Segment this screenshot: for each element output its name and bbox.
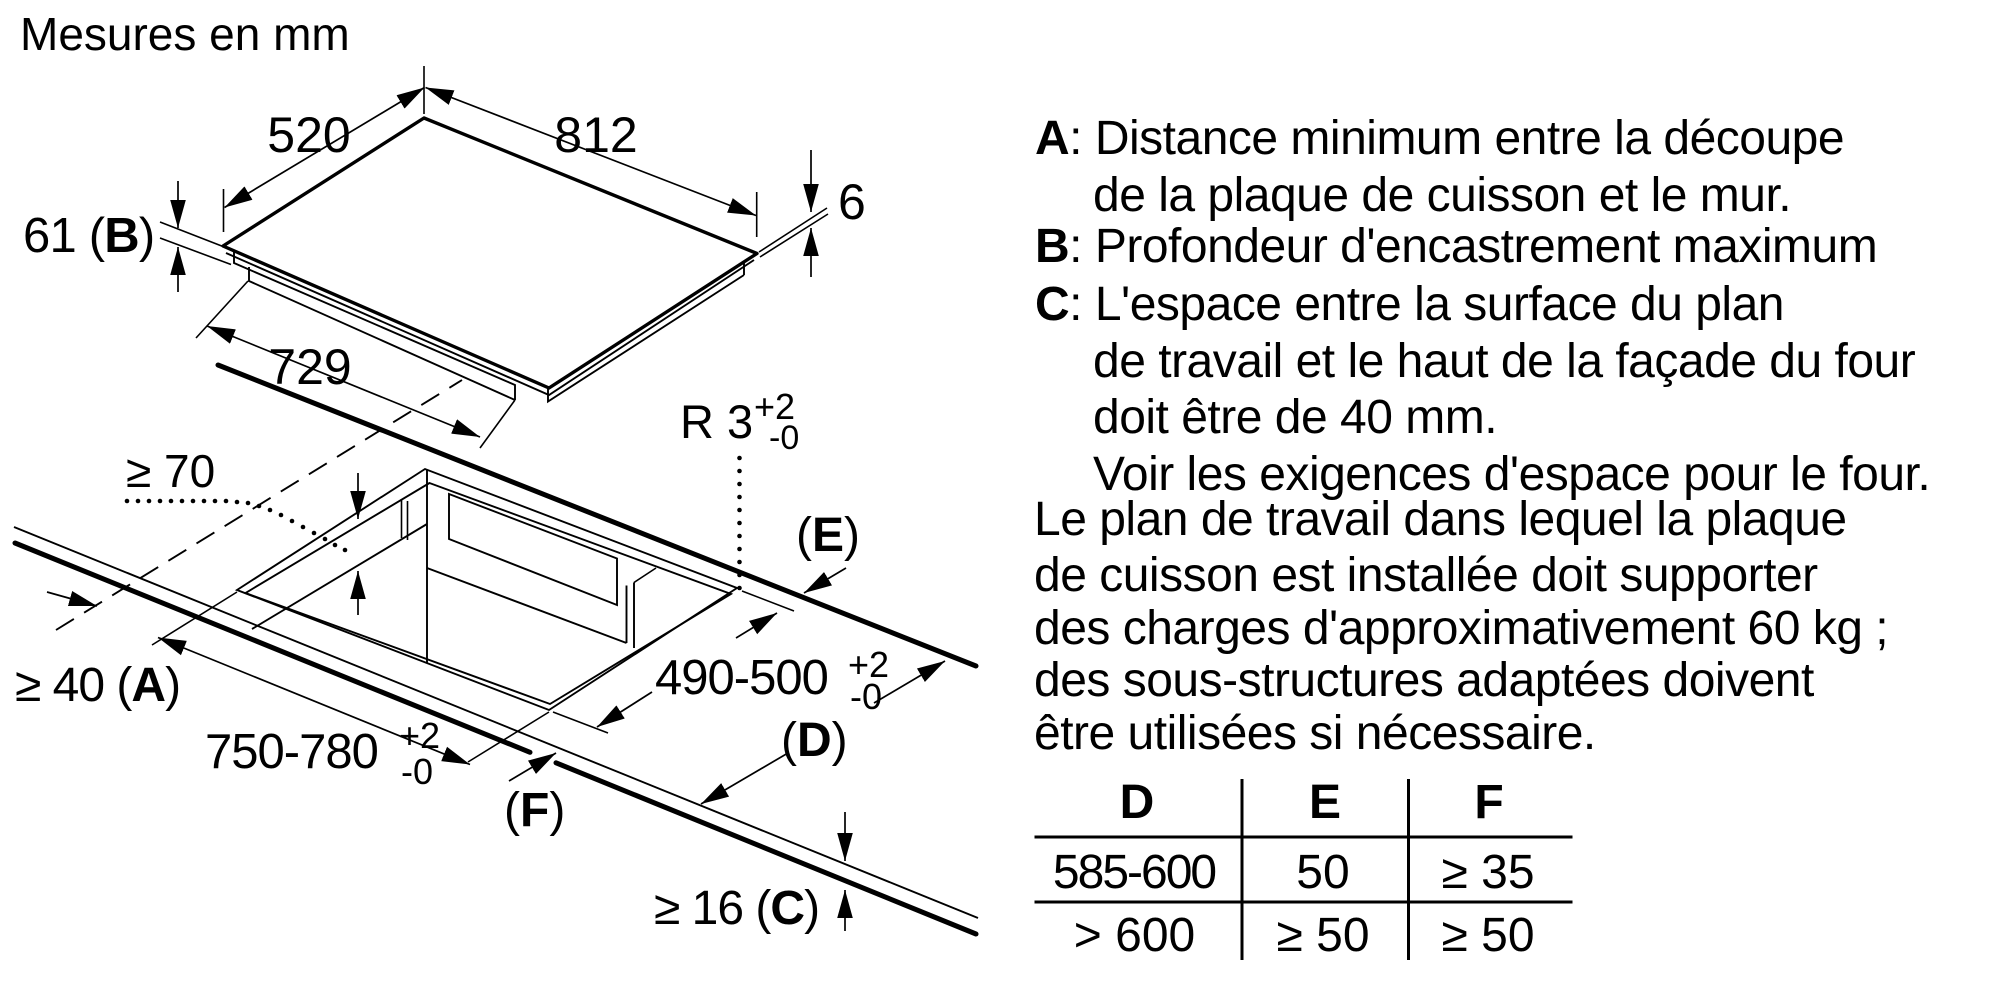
svg-text:Voir les exigences d'espace po: Voir les exigences d'espace pour le four… bbox=[1093, 448, 1930, 501]
svg-text:E: E bbox=[1309, 776, 1341, 829]
svg-text:≥ 40 (A): ≥ 40 (A) bbox=[15, 659, 180, 712]
svg-text:(F): (F) bbox=[504, 784, 565, 837]
svg-text:R: R bbox=[680, 395, 714, 448]
svg-text:de la plaque de cuisson et le: de la plaque de cuisson et le mur. bbox=[1093, 169, 1791, 222]
svg-text:C: L'espace entre la surface d: C: L'espace entre la surface du plan bbox=[1035, 278, 1784, 331]
svg-text:B: Profondeur d'encastrement m: B: Profondeur d'encastrement maximum bbox=[1035, 220, 1877, 273]
svg-text:≥ 16 (C): ≥ 16 (C) bbox=[654, 882, 819, 935]
svg-text:585-600: 585-600 bbox=[1053, 846, 1215, 899]
svg-text:+2: +2 bbox=[399, 715, 440, 756]
svg-text:6: 6 bbox=[838, 174, 866, 230]
svg-text:520: 520 bbox=[267, 107, 350, 163]
svg-text:≥ 35: ≥ 35 bbox=[1441, 846, 1534, 899]
svg-text:F: F bbox=[1474, 776, 1503, 829]
svg-text:Mesures en mm: Mesures en mm bbox=[20, 8, 350, 60]
svg-text:750-780: 750-780 bbox=[205, 725, 378, 779]
svg-text:50: 50 bbox=[1296, 846, 1349, 899]
svg-text:Le plan de travail dans lequel: Le plan de travail dans lequel la plaque bbox=[1034, 493, 1847, 546]
svg-text:812: 812 bbox=[554, 107, 637, 163]
svg-text:61 (B): 61 (B) bbox=[23, 209, 154, 263]
svg-text:+2: +2 bbox=[848, 644, 889, 685]
svg-text:(E): (E) bbox=[796, 509, 860, 562]
svg-text:des charges d'approximativemen: des charges d'approximativement 60 kg ; bbox=[1034, 602, 1888, 655]
svg-text:-0: -0 bbox=[850, 676, 882, 717]
svg-text:de cuisson est installée doit: de cuisson est installée doit supporter bbox=[1034, 549, 1818, 602]
svg-text:729: 729 bbox=[268, 339, 351, 395]
svg-text:≥ 50: ≥ 50 bbox=[1441, 909, 1534, 962]
svg-text:490-500: 490-500 bbox=[655, 651, 828, 705]
svg-text:être utilisées si nécessaire.: être utilisées si nécessaire. bbox=[1034, 707, 1596, 760]
svg-text:(D): (D) bbox=[781, 714, 848, 767]
svg-text:3: 3 bbox=[727, 395, 753, 448]
svg-text:> 600: > 600 bbox=[1074, 909, 1195, 962]
svg-text:A: Distance minimum entre la d: A: Distance minimum entre la découpe bbox=[1035, 112, 1844, 165]
svg-text:-0: -0 bbox=[769, 419, 799, 457]
svg-text:-0: -0 bbox=[401, 751, 433, 792]
svg-text:D: D bbox=[1120, 776, 1155, 829]
svg-text:≥ 50: ≥ 50 bbox=[1276, 909, 1369, 962]
svg-text:des sous-structures adaptées d: des sous-structures adaptées doivent bbox=[1034, 654, 1814, 707]
svg-text:+2: +2 bbox=[754, 386, 795, 427]
svg-text:doit être de 40 mm.: doit être de 40 mm. bbox=[1093, 391, 1497, 444]
svg-text:≥ 70: ≥ 70 bbox=[126, 445, 215, 497]
svg-text:de travail et le haut de la fa: de travail et le haut de la façade du fo… bbox=[1093, 335, 1916, 388]
